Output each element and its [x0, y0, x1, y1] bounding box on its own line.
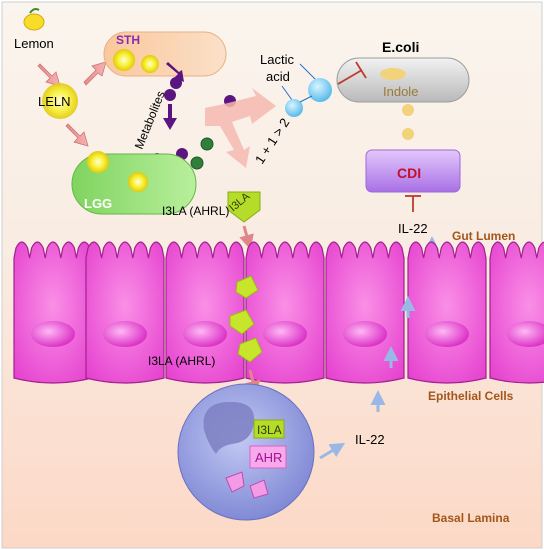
- il22-bottom-label: IL-22: [355, 432, 385, 447]
- sth-bacterium: [103, 31, 227, 77]
- i3la-ahrl-top-label: I3LA (AHRL): [162, 204, 229, 218]
- sth-nanoparticle-icon: [113, 49, 135, 71]
- gut-lumen-label: Gut Lumen: [452, 229, 515, 243]
- lgg-nanoparticle-icon: [87, 151, 109, 173]
- indole-droplet-icon: [380, 68, 406, 80]
- epithelial-cell: [489, 241, 544, 384]
- cdi-box: [365, 149, 461, 193]
- i3la-shape-top: [227, 191, 261, 223]
- leln-nanoparticle-icon: [42, 83, 78, 119]
- lactic-acid-dot: [308, 78, 332, 102]
- metabolite-arrow-icon: [166, 62, 184, 82]
- epithelial-cell: [13, 241, 93, 384]
- ecoli-bacterium: [336, 57, 470, 103]
- immune-cell-nucleus: [203, 401, 255, 454]
- inhibition-icon: [337, 61, 367, 85]
- cell-nucleus: [263, 321, 307, 347]
- lgg-green-dots: [190, 137, 214, 170]
- epithelial-cell: [245, 241, 325, 384]
- epithelial-cell-row: [13, 241, 544, 384]
- epithelial-cell: [407, 241, 487, 384]
- lactic-acid-dot: [285, 99, 303, 117]
- cell-nucleus: [343, 321, 387, 347]
- lemon-icon: [23, 8, 45, 31]
- indole-dots: [402, 104, 414, 140]
- cell-nucleus: [103, 321, 147, 347]
- cell-nucleus: [507, 321, 544, 347]
- synergy-arrow-icon: [205, 88, 276, 168]
- il22-top-label: IL-22: [398, 221, 428, 236]
- i3la-down-arrow-icon: [239, 225, 254, 250]
- sth-label: STH: [116, 33, 140, 47]
- inhibition-icon: [405, 195, 421, 212]
- basal-lamina-label: Basal Lamina: [432, 511, 510, 525]
- cell-nucleus: [31, 321, 75, 347]
- metabolite-arrow-icon: [163, 104, 177, 130]
- epithelial-cell: [165, 241, 245, 384]
- cell-nucleus: [425, 321, 469, 347]
- ecoli-label: E.coli: [382, 39, 419, 55]
- lactic-pointer-line: [281, 85, 293, 101]
- immune-cell: [177, 383, 315, 521]
- leln-to-lgg-arrow-icon: [65, 123, 89, 147]
- indole-label: Indole: [383, 84, 418, 99]
- i3la-cell-tag: [253, 419, 285, 439]
- sth-nanoparticle-icon: [141, 55, 159, 73]
- lgg-label: LGG: [84, 196, 112, 211]
- epithelial-cell: [85, 241, 165, 384]
- leln-label: LELN: [38, 94, 71, 109]
- leln-to-sth-arrow-icon: [83, 61, 107, 86]
- i3la-transport-shapes: [229, 275, 263, 363]
- cell-nucleus: [183, 321, 227, 347]
- i3la-ahrl-mid-label: I3LA (AHRL): [148, 354, 215, 368]
- ahr-box: [249, 445, 287, 469]
- epithelial-cells-label: Epithelial Cells: [428, 389, 514, 403]
- cdi-label: CDI: [397, 165, 421, 181]
- receptor-fragments: [225, 471, 269, 499]
- ahr-label: AHR: [255, 450, 282, 465]
- lemon-label: Lemon: [14, 36, 54, 51]
- il22-out-arrow-icon: [319, 442, 346, 460]
- lgg-nanoparticle-icon: [128, 172, 148, 192]
- i3la-cell-label: I3LA: [257, 423, 282, 437]
- lactic-acid-label-line2: acid: [266, 69, 290, 84]
- lactic-acid-label-line1: Lactic: [260, 52, 294, 67]
- lactic-link-line: [299, 95, 313, 103]
- lemon-to-leln-arrow-icon: [37, 63, 61, 87]
